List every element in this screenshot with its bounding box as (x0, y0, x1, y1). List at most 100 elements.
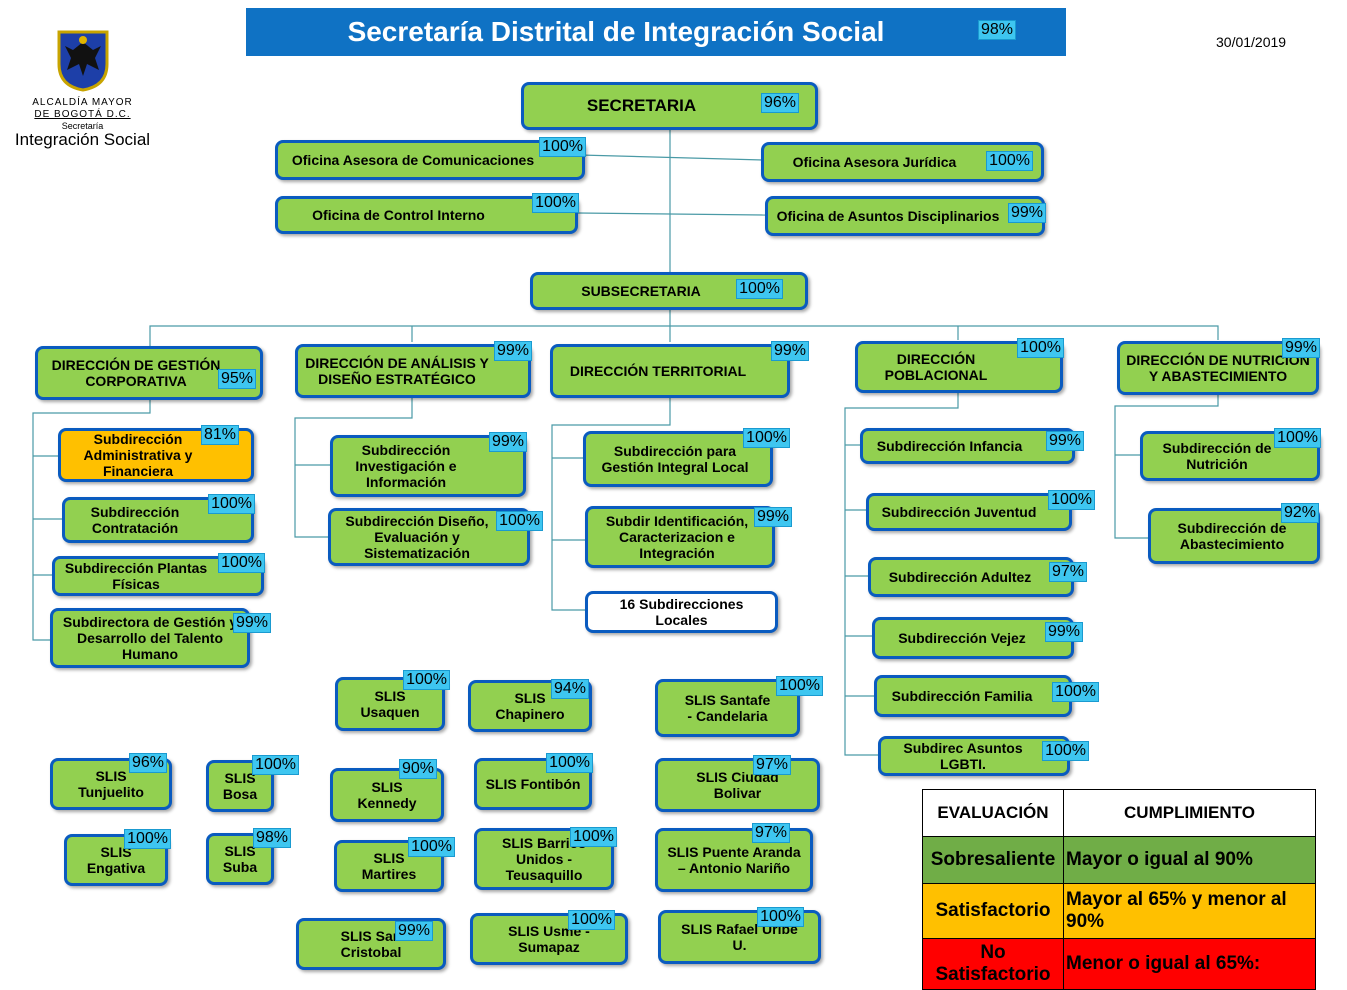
pct-badge: 97% (1048, 562, 1087, 582)
node-sub-investigacion: Subdirección Investigación e Información… (330, 432, 527, 497)
node-label: Subdirección Administrativa y Financiera (83, 431, 193, 479)
node-label: SLIS Fontibón (485, 776, 581, 792)
node-disciplinarios: Oficina de Asuntos Disciplinarios 99% (765, 196, 1046, 236)
node-secretaria: SECRETARIA 96% (521, 82, 818, 130)
node-slis-engativa: SLIS Engativa 100% (64, 829, 171, 886)
pct-badge: 99% (493, 341, 532, 361)
node-dir-poblacional: DIRECCIÓN POBLACIONAL 100% (855, 338, 1064, 393)
node-sub-identificacion: Subdir Identificación, Caracterizacion e… (585, 506, 792, 568)
node-label: Oficina de Asuntos Disciplinarios (776, 208, 1000, 224)
node-label: Subdirección de Nutrición (1162, 440, 1272, 472)
pct-badge: 90% (398, 759, 437, 779)
node-label: Oficina de Control Interno (312, 207, 485, 223)
pct-badge: 100% (124, 829, 171, 849)
page-title: Secretaría Distrital de Integración Soci… (347, 16, 885, 47)
node-label: Subdirección Vejez (898, 630, 1026, 646)
pct-badge: 100% (532, 193, 579, 213)
node-sub-administrativa: Subdirección Administrativa y Financiera… (58, 425, 254, 482)
pct-badge: 100% (1048, 490, 1095, 510)
node-label: DIRECCIÓN POBLACIONAL (884, 351, 988, 383)
node-sub-diseno: Subdirección Diseño, Evaluación y Sistem… (328, 508, 543, 566)
node-label: Subdirección Juventud (881, 504, 1037, 520)
node-control-interno: Oficina de Control Interno 100% (275, 193, 579, 234)
pct-badge: 99% (1281, 338, 1320, 358)
coat-of-arms-icon (57, 30, 108, 92)
pct-badge: 100% (568, 910, 615, 930)
node-sub-abastecimiento: Subdirección de Abastecimiento 92% (1148, 503, 1320, 564)
node-label: SLIS Kennedy (357, 779, 417, 811)
pct-badge: 99% (753, 507, 792, 527)
pct-badge: 100% (743, 428, 790, 448)
pct-badge: 100% (546, 753, 593, 773)
node-label: Subdirección Adultez (888, 569, 1032, 585)
node-label: DIRECCIÓN DE NUTRICIÓN Y ABASTECIMIENTO (1126, 352, 1310, 384)
node-slis-chapinero: SLIS Chapinero 94% (468, 679, 592, 732)
legend-eval: No Satisfactorio (922, 938, 1064, 990)
node-label: SLIS Engativa (86, 844, 146, 876)
pct-badge: 100% (218, 553, 265, 573)
node-label: Oficina Asesora de Comunicaciones (291, 152, 535, 168)
node-slis-kennedy: SLIS Kennedy 90% (330, 759, 444, 822)
node-label: Subdir Identificación, Caracterizacion e… (605, 513, 749, 561)
node-label: Subdirección para Gestión Integral Local (601, 443, 749, 475)
pct-badge: 100% (757, 907, 804, 927)
node-label: Subdirec Asuntos LGBTI. (903, 740, 1023, 772)
legend-header-eval: EVALUACIÓN (922, 789, 1064, 837)
legend-row: Satisfactorio Mayor al 65% y menor al 90… (922, 883, 1316, 939)
pct-badge: 95% (217, 369, 256, 389)
node-slis-suba: SLIS Suba 98% (206, 828, 291, 885)
node-sub-locales: 16 Subdirecciones Locales (585, 591, 778, 633)
legend-header-cump: CUMPLIMIENTO (1063, 789, 1316, 837)
pct-badge: 100% (1274, 428, 1321, 448)
legend-cump: Menor o igual al 65%: (1063, 938, 1316, 990)
pct-badge: 97% (751, 823, 790, 843)
node-slis-santafe: SLIS Santafe - Candelaria 100% (655, 676, 823, 737)
node-label: Subdirección Infancia (876, 438, 1023, 454)
title-bar: Secretaría Distrital de Integración Soci… (246, 8, 1066, 56)
node-slis-bolivar: SLIS Ciudad Bolivar 97% (655, 755, 820, 812)
node-sub-gestion-local: Subdirección para Gestión Integral Local… (583, 428, 790, 487)
node-label: SLIS Puente Aranda – Antonio Nariño (667, 844, 801, 876)
node-label: Subdirección Contratación (90, 504, 180, 536)
node-slis-uribe: SLIS Rafael Uribe U. 100% (658, 907, 821, 964)
node-slis-tunjuelito: SLIS Tunjuelito 96% (50, 753, 172, 810)
node-label: SLIS Suba (222, 843, 258, 875)
node-sub-vejez: Subdirección Vejez 99% (872, 617, 1083, 659)
logo-line-3: Secretaría (61, 121, 104, 131)
pct-badge: 99% (1045, 431, 1084, 451)
node-label: SECRETARIA (586, 96, 697, 115)
node-dir-gestion: DIRECCIÓN DE GESTIÓN CORPORATIVA 95% (35, 346, 263, 400)
node-sub-familia: Subdirección Familia 100% (874, 675, 1099, 717)
logo-line-4: Integración Social (14, 130, 151, 149)
legend-table: EVALUACIÓN CUMPLIMIENTO Sobresaliente Ma… (922, 789, 1316, 990)
node-slis-fontibon: SLIS Fontibón 100% (474, 753, 593, 810)
node-label: SLIS Martires (361, 850, 417, 882)
node-label: Subdirección Diseño, Evaluación y Sistem… (345, 513, 489, 561)
legend-eval: Sobresaliente (922, 836, 1064, 884)
pct-badge: 100% (1052, 682, 1099, 702)
pct-badge: 100% (403, 670, 450, 690)
node-sub-plantas: Subdirección Plantas Físicas 100% (52, 553, 265, 596)
legend-cump: Mayor o igual al 90% (1063, 836, 1316, 884)
node-slis-cristobal: SLIS San Cristobal 99% (296, 918, 446, 970)
node-sub-talento: Subdirectora de Gestión y Desarrollo del… (50, 608, 271, 668)
node-label: 16 Subdirecciones Locales (619, 596, 744, 628)
logo-line-1: ALCALDÍA MAYOR (32, 97, 133, 108)
node-label: Subdirección de Abastecimiento (1177, 520, 1287, 552)
pct-badge: 100% (408, 837, 455, 857)
pct-badge: 100% (776, 676, 823, 696)
pct-badge: 100% (539, 137, 586, 157)
node-juridica: Oficina Asesora Jurídica 100% (761, 142, 1044, 182)
legend-row: No Satisfactorio Menor o igual al 65%: (922, 938, 1316, 990)
logo: ALCALDÍA MAYOR DE BOGOTÁ D.C. Secretaría… (0, 30, 165, 149)
node-sub-adultez: Subdirección Adultez 97% (868, 557, 1087, 597)
pct-badge: 99% (232, 613, 271, 633)
node-label: Subdirección Investigación e Información (355, 442, 457, 490)
node-comunicaciones: Oficina Asesora de Comunicaciones 100% (275, 137, 586, 180)
pct-badge: 81% (200, 425, 239, 445)
pct-badge: 100% (1017, 338, 1064, 358)
pct-badge: 100% (496, 511, 543, 531)
pct-badge: 96% (760, 93, 799, 113)
pct-badge: 99% (1044, 622, 1083, 642)
